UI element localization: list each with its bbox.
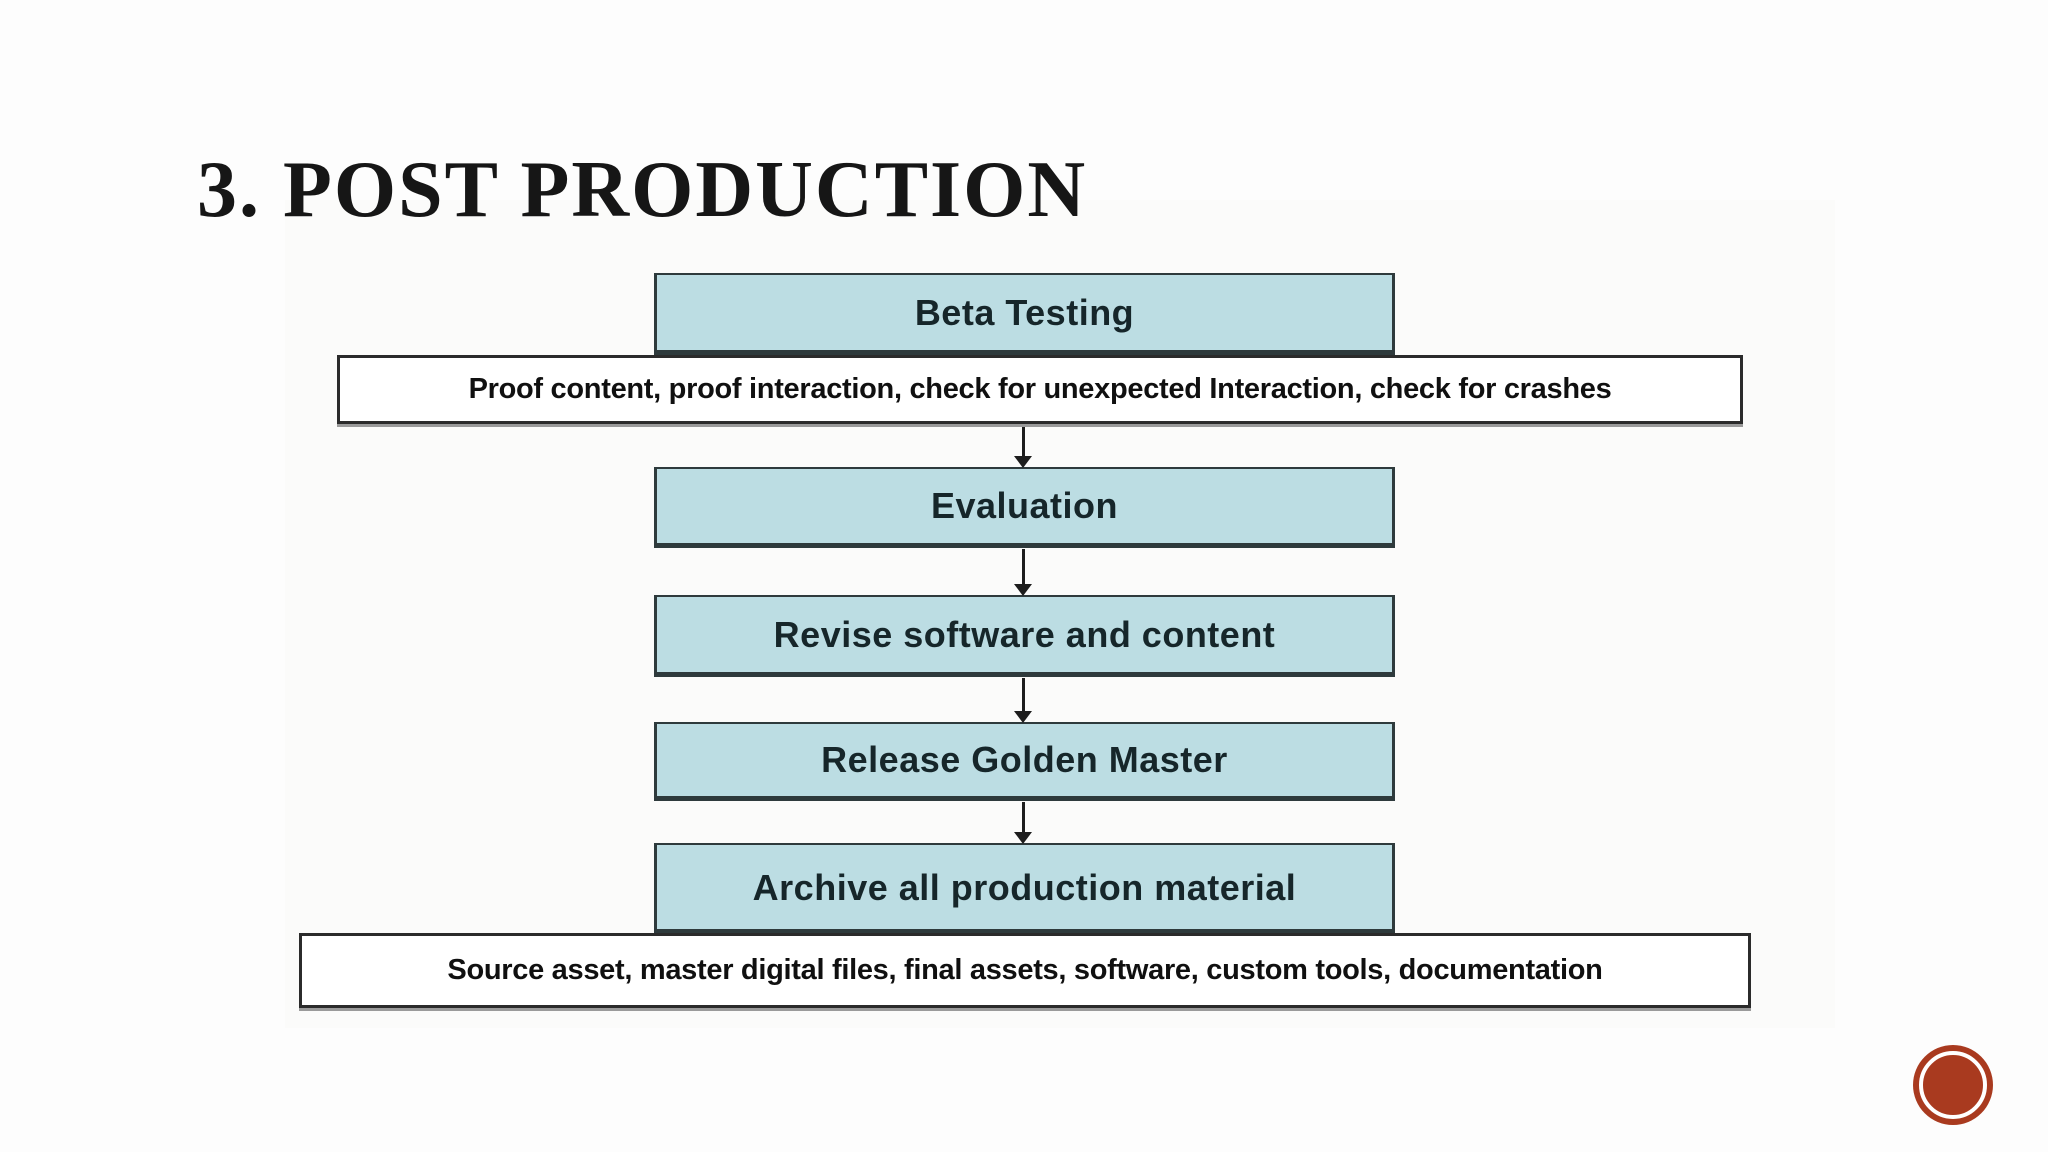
connector-line	[1021, 802, 1025, 833]
arrow-down-connector	[1012, 802, 1034, 844]
flowchart-step-evaluation: Evaluation	[654, 467, 1395, 548]
circle-inner-ring	[1919, 1051, 1987, 1119]
arrow-down-connector	[1012, 424, 1034, 468]
flowchart-note-archive-detail: Source asset, master digital files, fina…	[299, 933, 1751, 1008]
connector-line	[1021, 678, 1025, 712]
step-label: Evaluation	[930, 485, 1119, 526]
corner-accent-circle-icon	[1913, 1045, 1993, 1125]
flowchart-step-revise-software-and-content: Revise software and content	[654, 595, 1395, 677]
flowchart-step-release-golden-master: Release Golden Master	[654, 722, 1395, 801]
arrowhead-down-icon	[1014, 711, 1032, 723]
step-label: Revise software and content	[773, 613, 1276, 655]
page-title: 3. POST PRODUCTION	[197, 145, 1088, 234]
step-label: Beta Testing	[914, 291, 1135, 333]
note-text: Source asset, master digital files, fina…	[447, 954, 1603, 986]
flowchart-step-beta-testing: Beta Testing	[654, 273, 1395, 355]
step-label: Release Golden Master	[821, 739, 1228, 780]
step-label: Archive all production material	[752, 867, 1297, 908]
flowchart-step-archive-all-production-material: Archive all production material	[654, 843, 1395, 934]
arrow-down-connector	[1012, 678, 1034, 723]
flowchart-note-beta-testing-detail: Proof content, proof interaction, check …	[337, 355, 1743, 424]
connector-line	[1021, 424, 1025, 457]
note-text: Proof content, proof interaction, check …	[468, 373, 1612, 405]
connector-line	[1021, 549, 1025, 585]
arrow-down-connector	[1012, 549, 1034, 596]
arrowhead-down-icon	[1014, 832, 1032, 844]
arrowhead-down-icon	[1014, 456, 1032, 468]
arrowhead-down-icon	[1014, 584, 1032, 596]
